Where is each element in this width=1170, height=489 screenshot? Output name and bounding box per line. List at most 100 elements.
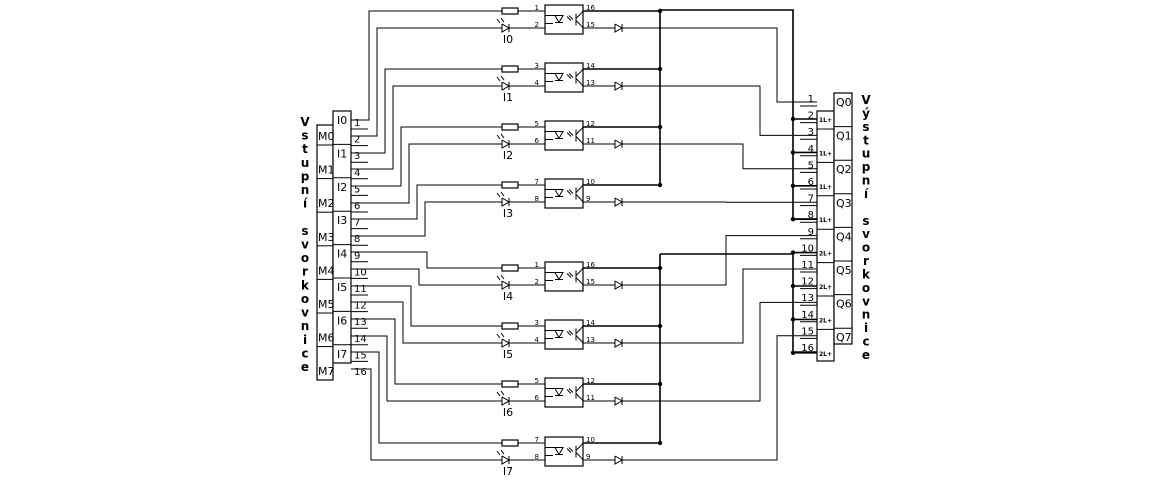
input-wire-I3-a	[351, 184, 502, 220]
opto-pin-1: 1	[535, 4, 539, 12]
opto-transistor-icon	[575, 393, 582, 399]
opto-transistor-icon	[575, 277, 582, 283]
indicator-led-ray-icon	[500, 17, 505, 23]
rail-junction-dot	[657, 8, 663, 14]
output-common-label-3: 1L+	[819, 184, 832, 191]
opto-pin-15: 15	[586, 21, 595, 29]
common-label-M1: M1	[318, 164, 335, 177]
opto-pin-16: 16	[586, 261, 595, 269]
indicator-led-icon	[501, 280, 511, 290]
opto-label-I4: I4	[503, 290, 513, 303]
output-diode-icon	[614, 81, 624, 91]
opto-pin-7: 7	[535, 436, 539, 444]
optocoupler-I5	[544, 319, 584, 350]
input-label-I1: I1	[337, 147, 347, 160]
input-title-char: V	[300, 115, 310, 129]
output-terminal-block-q	[833, 92, 853, 345]
opto-light-arrow-icon	[566, 389, 572, 394]
output-wire-Q0	[622, 27, 817, 103]
common-tap-dot	[790, 350, 796, 355]
input-wire-I1-a	[351, 68, 502, 154]
input-wire-I7-a	[351, 351, 502, 444]
opto-transistor-icon	[575, 78, 582, 84]
opto-pin-6: 6	[535, 137, 540, 145]
output-pin-number-5: 5	[808, 160, 814, 171]
indicator-led-ray-icon	[500, 332, 505, 338]
output-diode-icon	[614, 23, 624, 33]
opto-internal-lead	[580, 184, 584, 188]
input-pin-number-5: 5	[354, 184, 360, 195]
output-title-char: n	[862, 308, 871, 322]
input-wire-I3-b	[351, 201, 502, 237]
opto-label-I2: I2	[503, 149, 513, 162]
common-tap-dot	[790, 116, 796, 122]
opto-label-I1: I1	[503, 91, 513, 104]
opto-pin-1: 1	[535, 261, 539, 269]
opto-pin-12: 12	[586, 377, 595, 385]
input-pin-number-15: 15	[354, 350, 367, 361]
indicator-led-icon	[501, 139, 511, 149]
opto-transistor-icon	[575, 386, 582, 392]
output-wire-Q6	[622, 301, 817, 402]
output-wire-Q7	[622, 335, 817, 461]
opto-pin-6: 6	[535, 394, 540, 402]
opto-transistor-icon	[575, 129, 582, 135]
rail-junction-dot	[657, 265, 663, 271]
opto-transistor-icon	[575, 270, 582, 276]
opto-transistor-icon	[575, 194, 582, 200]
opto-light-arrow-icon	[566, 331, 572, 336]
opto-light-arrow-icon	[568, 189, 574, 194]
output-title-char: í	[864, 187, 869, 201]
resistor-I7	[501, 439, 519, 447]
opto-led-icon	[554, 330, 564, 339]
resistor-I3	[501, 181, 519, 189]
optocoupler-I0	[544, 4, 584, 35]
output-diode-icon	[614, 455, 624, 465]
output-pin-number-7: 7	[808, 194, 814, 205]
optocoupler-I1	[544, 62, 584, 93]
input-pin-number-9: 9	[354, 251, 360, 262]
resistor-I0	[501, 7, 519, 15]
input-title-char: i	[303, 333, 307, 347]
opto-internal-lead	[580, 25, 584, 29]
indicator-led-icon	[501, 81, 511, 91]
optocoupler-I4	[544, 261, 584, 292]
output-title-char: p	[862, 160, 871, 174]
input-title-char: e	[301, 360, 309, 374]
input-title-char: s	[301, 129, 308, 143]
opto-light-arrow-icon	[568, 15, 574, 20]
indicator-led-icon	[501, 338, 511, 348]
input-wire-I2-a	[351, 126, 502, 187]
indicator-led-ray-icon	[500, 191, 505, 197]
opto-led-icon	[554, 189, 564, 198]
input-title-char: c	[301, 346, 308, 360]
opto-light-arrow-icon	[566, 273, 572, 278]
opto-pin-11: 11	[586, 394, 595, 402]
opto-internal-lead	[580, 199, 584, 203]
rail-junction-dot	[657, 381, 663, 387]
resistor-I5	[501, 322, 519, 330]
output-pin-number-11: 11	[801, 260, 814, 271]
indicator-led-icon	[501, 197, 511, 207]
output-pin-number-1: 1	[808, 94, 814, 105]
output-pin-number-6: 6	[808, 177, 814, 188]
output-pin-number-12: 12	[801, 277, 814, 288]
output-common-label-4: 1L+	[819, 217, 832, 224]
opto-internal-lead	[580, 325, 584, 329]
output-label-Q0: Q0	[836, 96, 852, 109]
opto-transistor-icon	[575, 136, 582, 142]
opto-internal-lead	[580, 126, 584, 130]
input-title-char: s	[301, 224, 308, 238]
optocoupler-I3	[544, 178, 584, 209]
common-label-M2: M2	[318, 197, 335, 210]
output-title-char: c	[862, 335, 869, 349]
opto-pin-13: 13	[586, 79, 595, 87]
input-title-char: k	[301, 278, 310, 292]
indicator-led-ray-icon	[496, 134, 501, 140]
output-label-Q6: Q6	[836, 298, 852, 311]
input-pin-number-13: 13	[354, 317, 367, 328]
indicator-led-ray-icon	[500, 133, 505, 139]
input-label-I5: I5	[337, 281, 347, 294]
output-diode-icon	[614, 197, 624, 207]
input-label-I3: I3	[337, 214, 347, 227]
